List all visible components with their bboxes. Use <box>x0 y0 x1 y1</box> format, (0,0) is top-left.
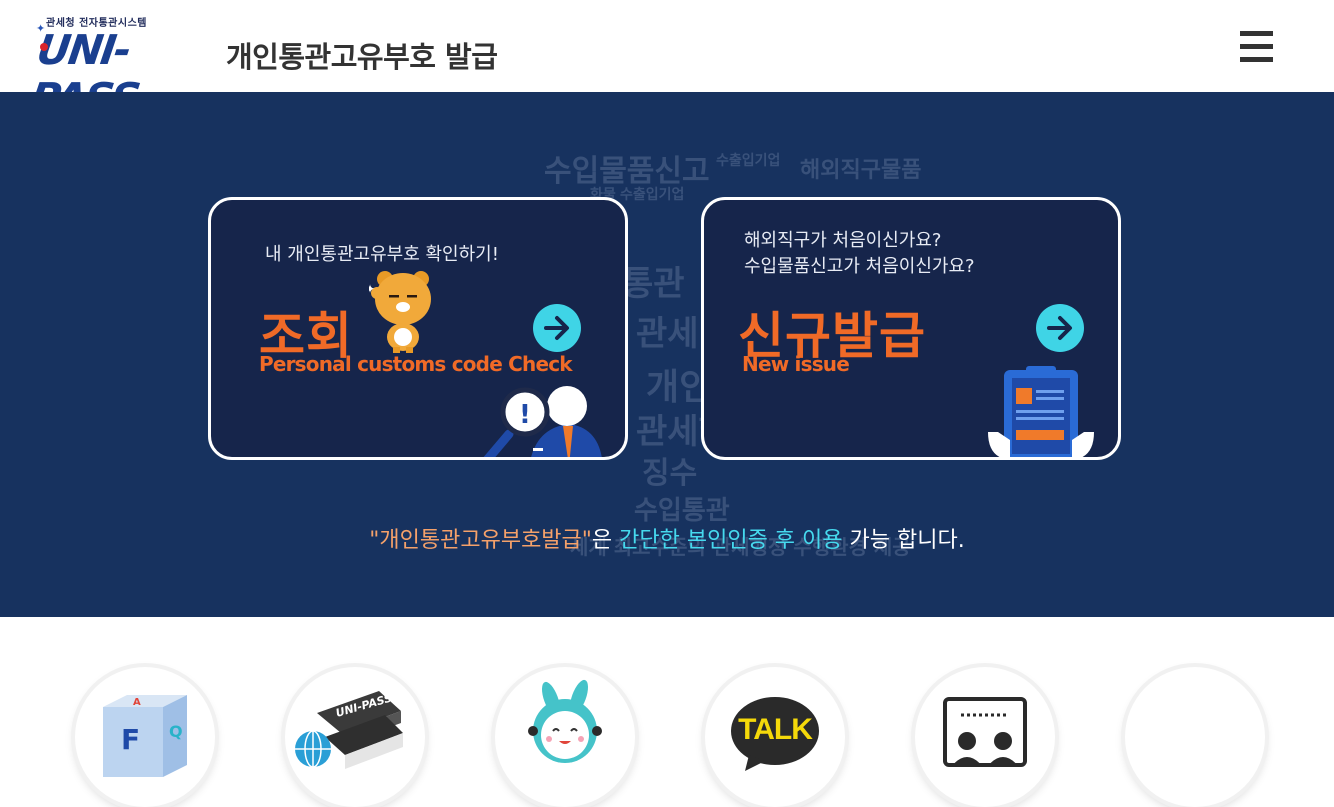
word-cloud-word: 관세 <box>636 314 699 354</box>
logo-dot-icon <box>40 43 48 51</box>
word-cloud-word: 해외직구물품 <box>800 158 922 183</box>
new-issue-subtitle-en: New issue <box>742 352 850 376</box>
word-cloud-word: 수입통관 <box>634 496 730 526</box>
hamburger-menu-icon[interactable] <box>1238 31 1274 67</box>
kakaotalk-link[interactable]: TALK <box>705 667 845 807</box>
new-issue-subtitle-2: 수입물품신고가 처음이신가요? <box>744 256 975 277</box>
clipboard-document-icon <box>988 366 1094 457</box>
mascot-link[interactable] <box>495 667 635 807</box>
hero-caption: "개인통관고유부호발급"은 간단한 본인인증 후 이용 가능 합니다. <box>0 522 1334 554</box>
svg-text:F: F <box>121 723 140 756</box>
quick-links-row: F Q A UNI-PASS <box>0 617 1334 807</box>
word-cloud-word: 수출입기업 <box>620 187 685 203</box>
word-cloud-word: 징수 <box>642 456 698 491</box>
header: ✦ 관세청 전자통관시스템 UNI-PASS 개인통관고유부호 발급 <box>0 0 1334 122</box>
hero-section: 수입물품신고 수출입기업 해외직구물품 화물 수출입기업 통관 관세 개인 관세… <box>0 92 1334 617</box>
lookup-card-subtitle: 내 개인통관고유부호 확인하기! <box>265 244 499 265</box>
faq-cube-icon: F Q A <box>103 695 187 777</box>
blank-circle-icon <box>1125 667 1265 807</box>
caption-particle: 은 <box>591 528 620 553</box>
new-issue-card[interactable]: 해외직구가 처음이신가요? 수입물품신고가 처음이신가요? 신규발급 New i… <box>701 197 1121 460</box>
arrow-right-icon <box>1047 316 1072 340</box>
logo-star-icon: ✦ <box>36 22 46 35</box>
new-issue-arrow-button[interactable] <box>1036 304 1084 352</box>
caption-highlight: 간단한 본인인증 후 이용 <box>619 528 843 553</box>
counseling-people-icon <box>943 697 1027 767</box>
faq-link[interactable]: F Q A <box>75 667 215 807</box>
kakaotalk-label: TALK <box>738 713 813 746</box>
mascot-rabbit-icon <box>528 679 602 763</box>
counseling-link[interactable] <box>915 667 1055 807</box>
lookup-card-title: 조회 <box>259 307 353 365</box>
bear-character-icon: ✦ <box>369 271 431 353</box>
lookup-arrow-button[interactable] <box>533 304 581 352</box>
word-cloud-word: 세계 최고수준의 관세행정 수행환경 제공 <box>570 535 911 559</box>
svg-text:!: ! <box>519 400 531 430</box>
lookup-card-subtitle-en: Personal customs code Check <box>259 352 573 376</box>
lookup-card[interactable]: 내 개인통관고유부호 확인하기! 조회 Personal customs cod… <box>208 197 628 460</box>
svg-text:✦: ✦ <box>369 282 375 296</box>
new-issue-title: 신규발급 <box>738 307 926 365</box>
unipass-logo[interactable]: ✦ 관세청 전자통관시스템 UNI-PASS <box>27 12 218 122</box>
caption-ending: 가능 합니다. <box>842 528 965 553</box>
unipass-guide-link[interactable]: UNI-PASS <box>285 667 425 807</box>
search-person-icon: ! <box>483 386 602 457</box>
site-title: 개인통관고유부호 발급 <box>226 40 498 74</box>
new-issue-subtitle-1: 해외직구가 처음이신가요? <box>744 230 942 251</box>
arrow-right-icon <box>544 316 569 340</box>
blank-link[interactable] <box>1125 667 1265 807</box>
unipass-books-globe-icon: UNI-PASS <box>295 691 403 769</box>
svg-text:A: A <box>133 697 141 708</box>
word-cloud-word: 수입물품신고 <box>544 154 710 189</box>
svg-text:Q: Q <box>169 722 183 741</box>
word-cloud-word: 수출입기업 <box>716 153 781 169</box>
word-cloud-word: 통관 <box>622 264 685 304</box>
caption-service-name: "개인통관고유부호발급" <box>369 528 592 553</box>
logo-subtitle: 관세청 전자통관시스템 <box>46 18 147 29</box>
